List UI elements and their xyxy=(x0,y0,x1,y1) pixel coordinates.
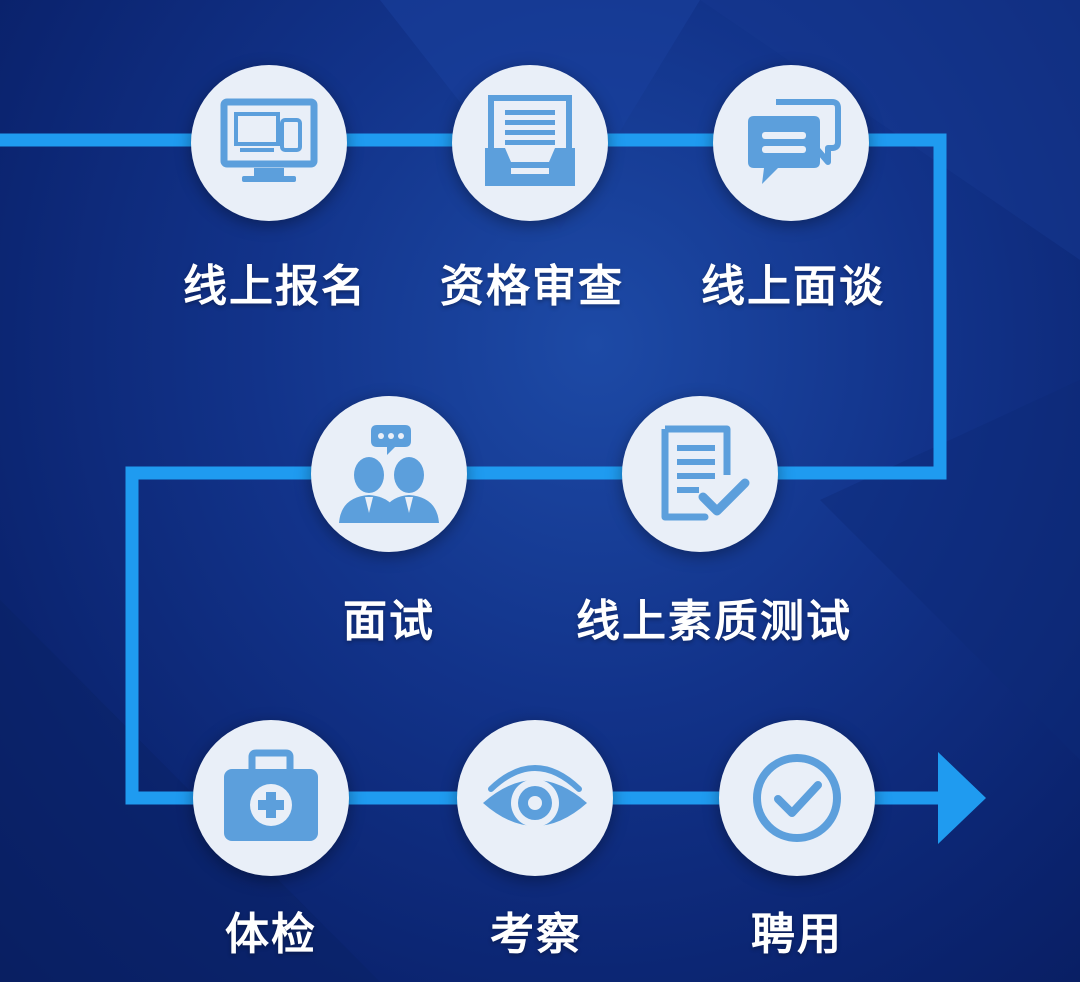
step-hiring xyxy=(719,720,875,876)
step-online-registration xyxy=(191,65,347,221)
label-physical-exam: 体检 xyxy=(225,909,317,960)
label-online-registration: 线上报名 xyxy=(183,261,367,312)
label-online-quality-test: 线上素质测试 xyxy=(576,596,852,647)
checklist-document-icon xyxy=(661,425,750,521)
label-hiring: 聘用 xyxy=(751,909,843,960)
label-inspection: 考察 xyxy=(490,909,582,960)
flow-arrowhead xyxy=(938,752,986,844)
computer-devices-icon xyxy=(220,98,318,182)
step-interview xyxy=(311,396,467,552)
label-interview: 面试 xyxy=(343,596,435,647)
check-circle-icon xyxy=(753,754,841,842)
interview-people-icon xyxy=(339,425,439,523)
eye-icon xyxy=(483,765,587,827)
document-tray-icon xyxy=(485,95,575,186)
step-online-talk xyxy=(713,65,869,221)
chat-bubbles-icon xyxy=(748,99,841,184)
step-physical-exam xyxy=(193,720,349,876)
step-online-quality-test xyxy=(622,396,778,552)
step-qualification-review xyxy=(452,65,608,221)
medical-kit-icon xyxy=(224,749,318,841)
label-qualification-review: 资格审查 xyxy=(440,261,624,312)
step-inspection xyxy=(457,720,613,876)
label-online-talk: 线上面谈 xyxy=(701,261,885,312)
